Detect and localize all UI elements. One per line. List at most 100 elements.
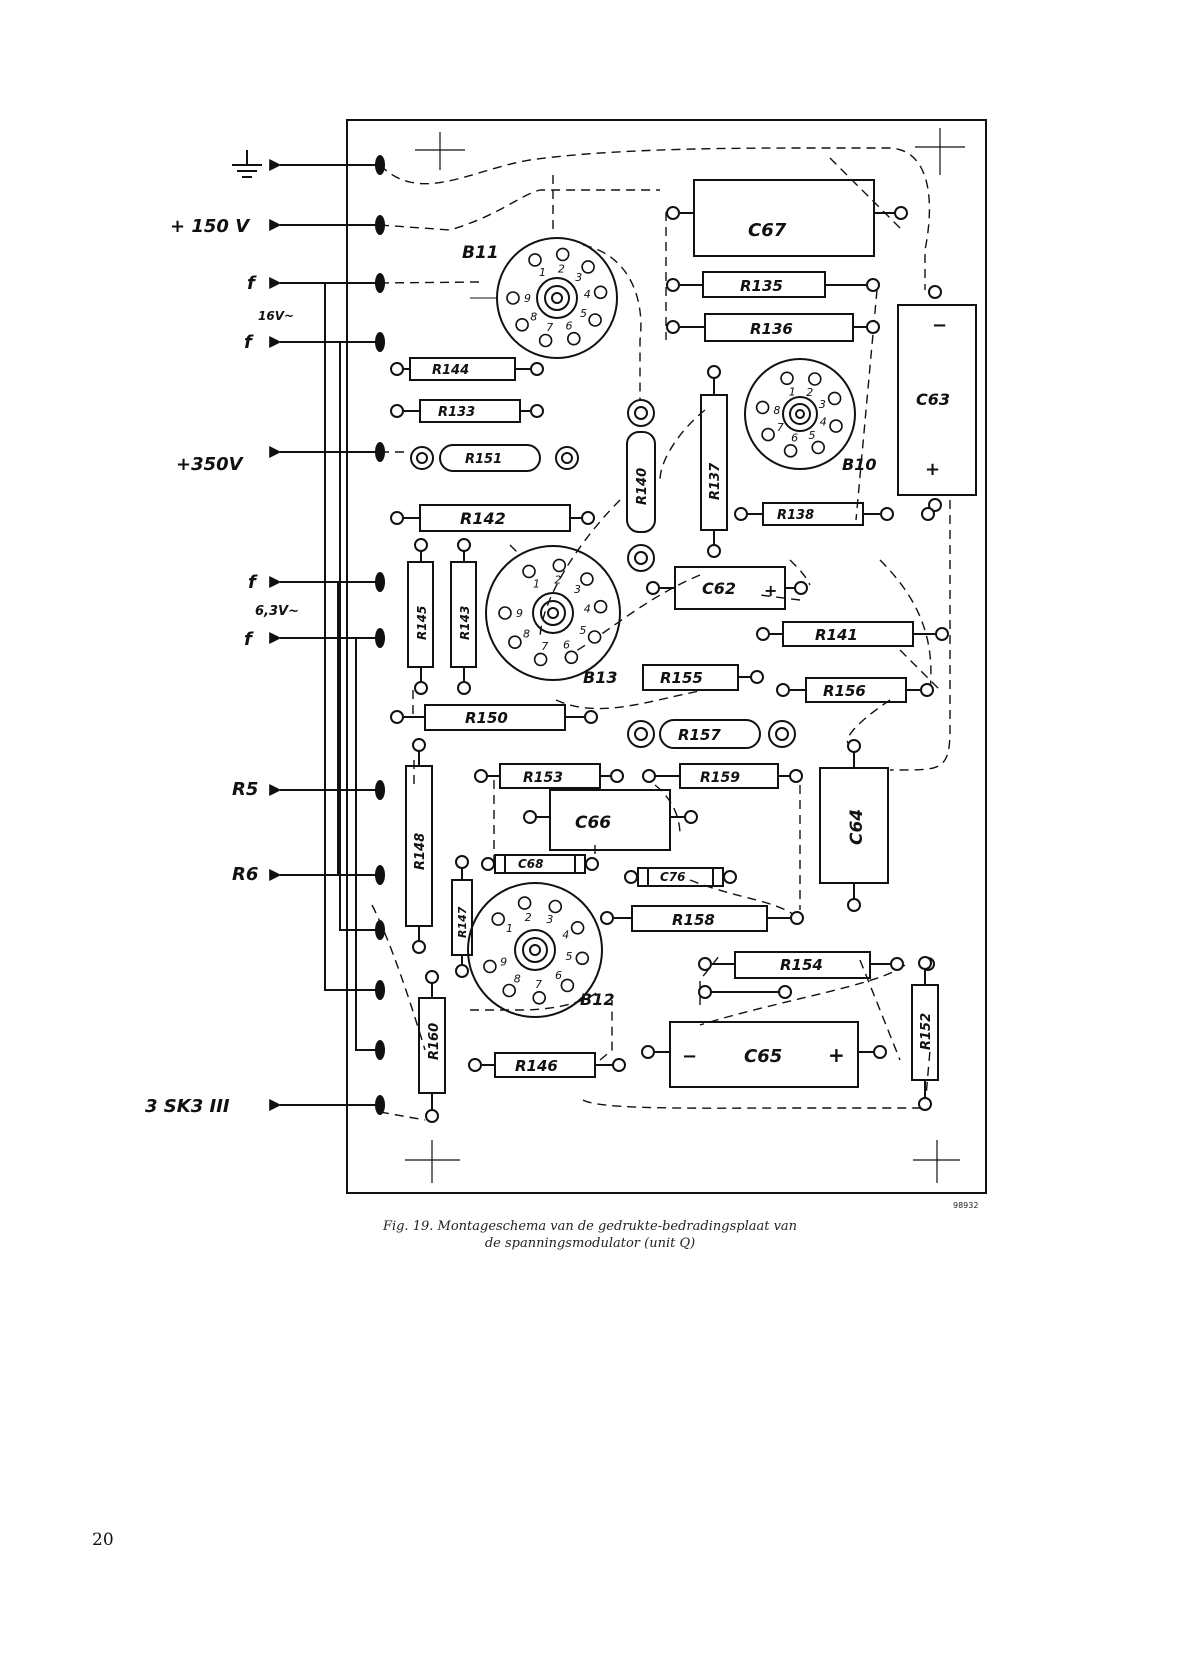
label-plus-350v: +350V <box>176 454 245 475</box>
capacitor-c63 <box>897 304 977 496</box>
label-c65-plus: + <box>828 1043 845 1067</box>
label-r5: R5 <box>232 779 258 800</box>
label-c63: C63 <box>916 390 950 409</box>
tube-pin-label-b11-7: 7 <box>546 321 553 334</box>
label-r152: R152 <box>919 1013 934 1050</box>
label-r6: R6 <box>232 864 258 885</box>
label-r150: R150 <box>465 709 508 727</box>
tube-pin-pad-b11-6 <box>566 331 581 346</box>
capacitor-c66 <box>549 789 671 851</box>
tube-pin-label-b11-6: 6 <box>566 320 573 333</box>
copper-traces <box>371 147 951 1121</box>
capacitor-c65 <box>669 1021 859 1088</box>
label-f-3: f <box>248 572 258 593</box>
tube-pin-pad-b13-3 <box>580 572 594 586</box>
components <box>390 179 977 1123</box>
heater-bus-lines <box>324 282 380 1051</box>
tube-pin-pad-b13-2 <box>552 558 567 573</box>
tube-pin-pad-b11-5 <box>588 313 602 327</box>
caption-line-2: de spanningsmodulator (unit Q) <box>484 1236 696 1251</box>
label-sk3-iii: 3 SK3 III <box>145 1096 230 1117</box>
tube-pin-label-b10-2: 2 <box>806 386 813 399</box>
tube-pin-pad-b13-4 <box>593 599 608 614</box>
tube-pin-pad-b11-4 <box>593 285 608 300</box>
label-r153: R153 <box>523 770 563 786</box>
tube-pin-label-b13-4: 4 <box>584 603 591 616</box>
tube-pin-label-b10-5: 5 <box>809 429 816 442</box>
label-r138: R138 <box>777 508 814 523</box>
tube-pin-pad-b11-8 <box>515 317 529 332</box>
capacitor-c67 <box>693 179 875 257</box>
tube-pin-pad-b13-6 <box>564 650 579 665</box>
tube-pin-pad-b12-7 <box>532 990 547 1005</box>
tube-pin-label-b12-4: 4 <box>562 928 569 941</box>
tube-pin-pad-b12-9 <box>483 959 497 974</box>
tube-pin-pad-b12-6 <box>560 978 575 993</box>
tube-pin-pad-b10-2 <box>807 372 822 386</box>
tube-socket-b10 <box>744 358 856 470</box>
tube-pin-pad-b10-1 <box>780 371 794 386</box>
tube-pin-label-b11-2: 2 <box>558 262 565 275</box>
label-c76: C76 <box>660 870 686 884</box>
label-r154: R154 <box>780 956 823 974</box>
label-r144: R144 <box>432 363 469 378</box>
tube-pin-label-b10-6: 6 <box>791 431 798 444</box>
tube-pin-label-b13-3: 3 <box>574 583 581 596</box>
tube-pin-pad-b13-7 <box>533 652 548 667</box>
label-r156: R156 <box>823 682 866 700</box>
label-c63-plus: + <box>925 459 940 480</box>
edge-terminals <box>375 155 385 1115</box>
tube-pin-label-b11-1: 1 <box>539 266 546 279</box>
tube-pin-pad-b11-3 <box>581 260 595 274</box>
tube-pin-pad-b13-9 <box>498 606 512 620</box>
tube-pin-pad-b10-7 <box>761 427 775 442</box>
tube-pin-label-b11-4: 4 <box>584 288 591 301</box>
tube-pin-label-b12-3: 3 <box>546 913 553 926</box>
tube-label-b10: B10 <box>842 455 876 474</box>
tube-pin-pad-b11-9 <box>506 291 520 305</box>
tube-pin-label-b11-5: 5 <box>580 307 587 320</box>
tube-pin-pad-b11-1 <box>528 253 542 267</box>
tube-label-b13: B13 <box>583 668 617 687</box>
tube-pin-pad-b13-8 <box>508 635 522 650</box>
tube-pin-label-b12-2: 2 <box>525 911 532 924</box>
tube-pin-pad-b10-8 <box>755 400 770 415</box>
label-r141: R141 <box>815 626 858 644</box>
tube-pin-label-b10-3: 3 <box>819 398 826 411</box>
tube-label-b12: B12 <box>580 990 614 1009</box>
tube-pin-pad-b13-5 <box>587 630 602 644</box>
tube-pin-pad-b12-3 <box>548 899 563 914</box>
label-r159: R159 <box>700 770 740 786</box>
tube-pin-pad-b13-1 <box>522 564 536 579</box>
tube-pin-label-b12-5: 5 <box>566 950 573 963</box>
tube-pin-label-b13-6: 6 <box>563 638 570 651</box>
tube-pin-label-b10-8: 8 <box>773 404 780 417</box>
tube-pin-label-b12-7: 7 <box>535 978 542 991</box>
tube-pin-pad-b12-4 <box>570 920 585 935</box>
tube-pin-pad-b12-5 <box>575 951 590 966</box>
label-c65: C65 <box>744 1046 782 1067</box>
tube-pin-label-b13-5: 5 <box>579 624 586 637</box>
label-c66: C66 <box>575 813 611 833</box>
tube-pin-label-b13-7: 7 <box>541 640 548 653</box>
tube-pin-label-b12-8: 8 <box>514 973 521 986</box>
label-r146: R146 <box>515 1057 558 1075</box>
label-c68: C68 <box>518 857 544 871</box>
tube-pin-label-b13-2: 2 <box>554 573 561 586</box>
tube-pin-pad-b10-4 <box>829 419 843 433</box>
label-r151: R151 <box>465 452 502 467</box>
pcb-board-outline <box>346 119 987 1194</box>
tube-pin-label-b12-1: 1 <box>506 922 513 935</box>
tube-pin-label-b11-8: 8 <box>530 310 537 323</box>
tube-pin-pad-b12-2 <box>517 896 532 910</box>
figure-caption: Fig. 19. Montageschema van de gedrukte-b… <box>300 1218 880 1252</box>
label-6-3v-ac: 6,3V~ <box>255 604 299 619</box>
resistor-r157 <box>659 719 761 749</box>
label-c67: C67 <box>748 220 787 241</box>
label-f-1: f <box>247 273 257 294</box>
label-r160: R160 <box>427 1023 442 1060</box>
label-r158: R158 <box>672 911 715 929</box>
tube-pin-label-b12-9: 9 <box>500 956 507 969</box>
